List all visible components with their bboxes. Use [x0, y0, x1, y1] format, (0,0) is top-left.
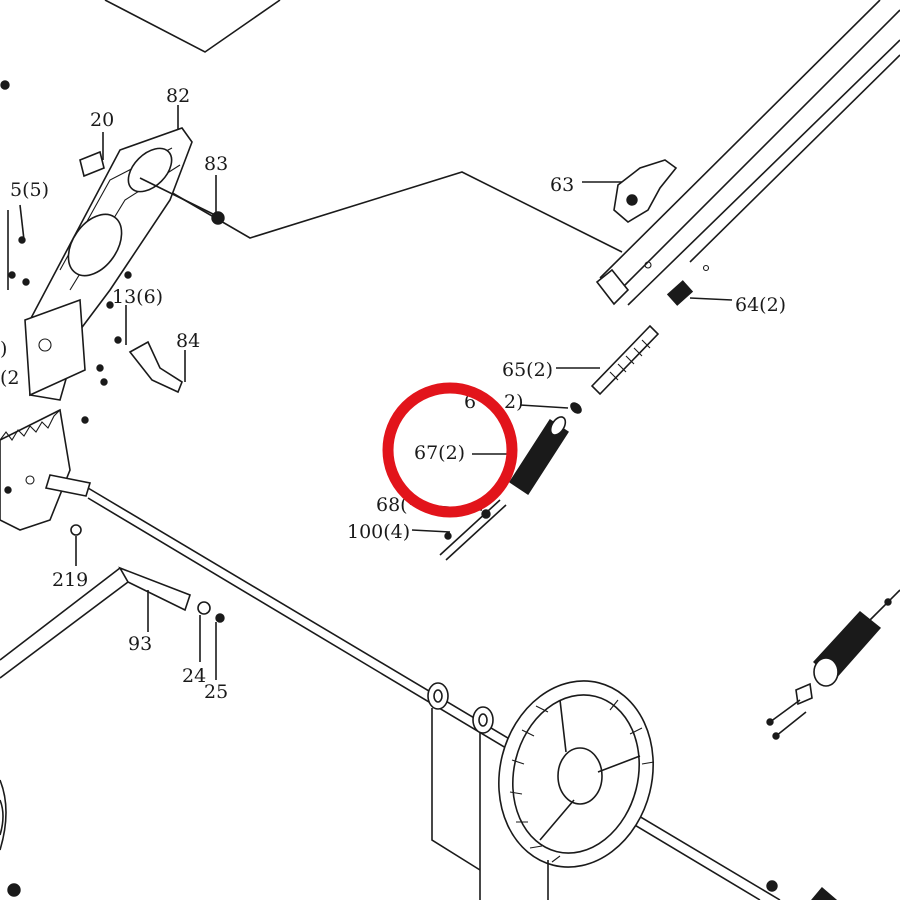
callout-63: 63	[550, 174, 574, 196]
gear-sector	[0, 408, 71, 531]
callout-5: 5(5)	[10, 179, 49, 201]
handle-bar	[595, 0, 900, 306]
part-66-washer	[519, 402, 582, 414]
part-93-handle	[0, 566, 225, 680]
part-67-grip	[472, 416, 569, 495]
group-outline-lines	[104, 0, 623, 253]
callout-84: 84	[176, 330, 200, 352]
axle-shaft	[44, 474, 781, 900]
callout-83: 83	[204, 153, 228, 175]
callout-20: 20	[90, 109, 114, 131]
callout-93: 93	[128, 633, 152, 655]
callout-66-suffix: 2)	[504, 391, 524, 413]
highlight-circle	[382, 382, 518, 518]
callout-edge-2: (2	[0, 367, 20, 389]
right-grip-assembly	[766, 589, 900, 900]
part-84-lever	[128, 340, 186, 394]
callout-219: 219	[52, 569, 88, 591]
callout-100: 100(4)	[347, 521, 410, 543]
callout-24: 24	[182, 665, 206, 687]
callout-65: 65(2)	[502, 359, 553, 381]
left-screws	[0, 80, 132, 424]
callout-edge-1: )	[0, 338, 7, 360]
callout-82: 82	[166, 85, 190, 107]
part-63-clip	[582, 159, 678, 223]
part-64-spring	[666, 280, 733, 306]
callout-25: 25	[204, 681, 228, 703]
callout-67: 67(2)	[414, 442, 465, 464]
callout-68: 68(	[376, 494, 408, 516]
callout-64: 64(2)	[735, 294, 786, 316]
callout-13: 13(6)	[112, 286, 163, 308]
wheel-assembly	[427, 680, 655, 900]
callout-labels: 82 20 83 5(5) 13(6) 84 63 64(2) 65(2) 6 …	[0, 85, 786, 703]
left-bracket-assembly	[24, 105, 225, 401]
part-65-rod	[556, 324, 660, 396]
left-edge-wheel	[0, 779, 21, 897]
